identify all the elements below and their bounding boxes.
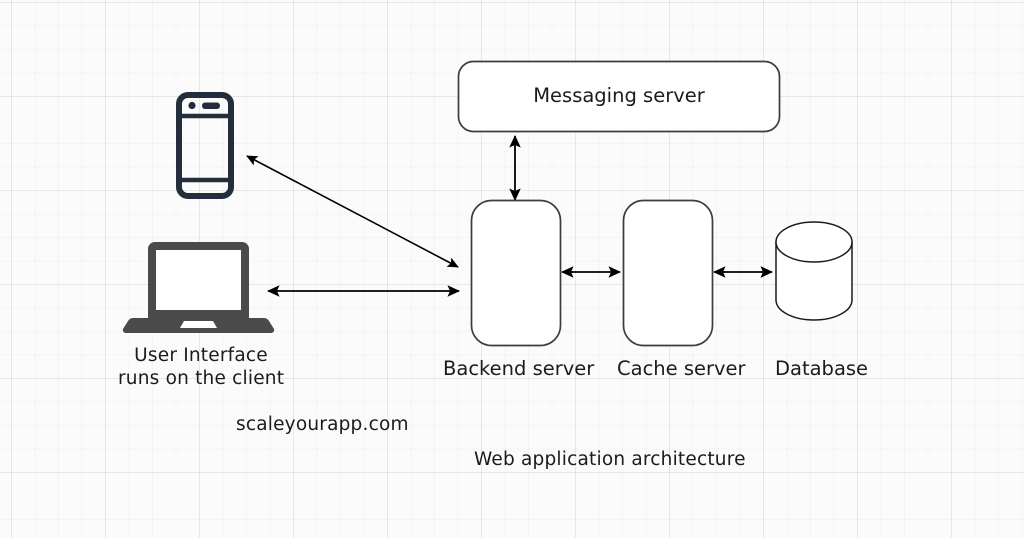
client-caption: User Interface runs on the client <box>118 344 284 391</box>
watermark: scaleyourapp.com <box>236 414 409 435</box>
laptop-icon[interactable] <box>122 242 275 334</box>
database-label: Database <box>775 357 869 380</box>
cache-server-label: Cache server <box>617 357 746 380</box>
node-messaging-server[interactable] <box>457 60 781 133</box>
client-caption-line2: runs on the client <box>118 368 285 390</box>
client-caption-line1: User Interface <box>134 345 268 366</box>
figure-caption: Web application architecture <box>474 449 746 470</box>
mobile-phone-icon[interactable] <box>176 92 234 199</box>
messaging-server-label: Messaging server <box>533 84 705 107</box>
connector-mobile-to-backend <box>246 155 459 268</box>
backend-server-label: Backend server <box>443 357 595 380</box>
connector-layer <box>246 134 774 297</box>
node-backend-server[interactable] <box>470 199 562 347</box>
node-cache-server[interactable] <box>622 199 714 347</box>
node-database[interactable] <box>775 221 853 321</box>
